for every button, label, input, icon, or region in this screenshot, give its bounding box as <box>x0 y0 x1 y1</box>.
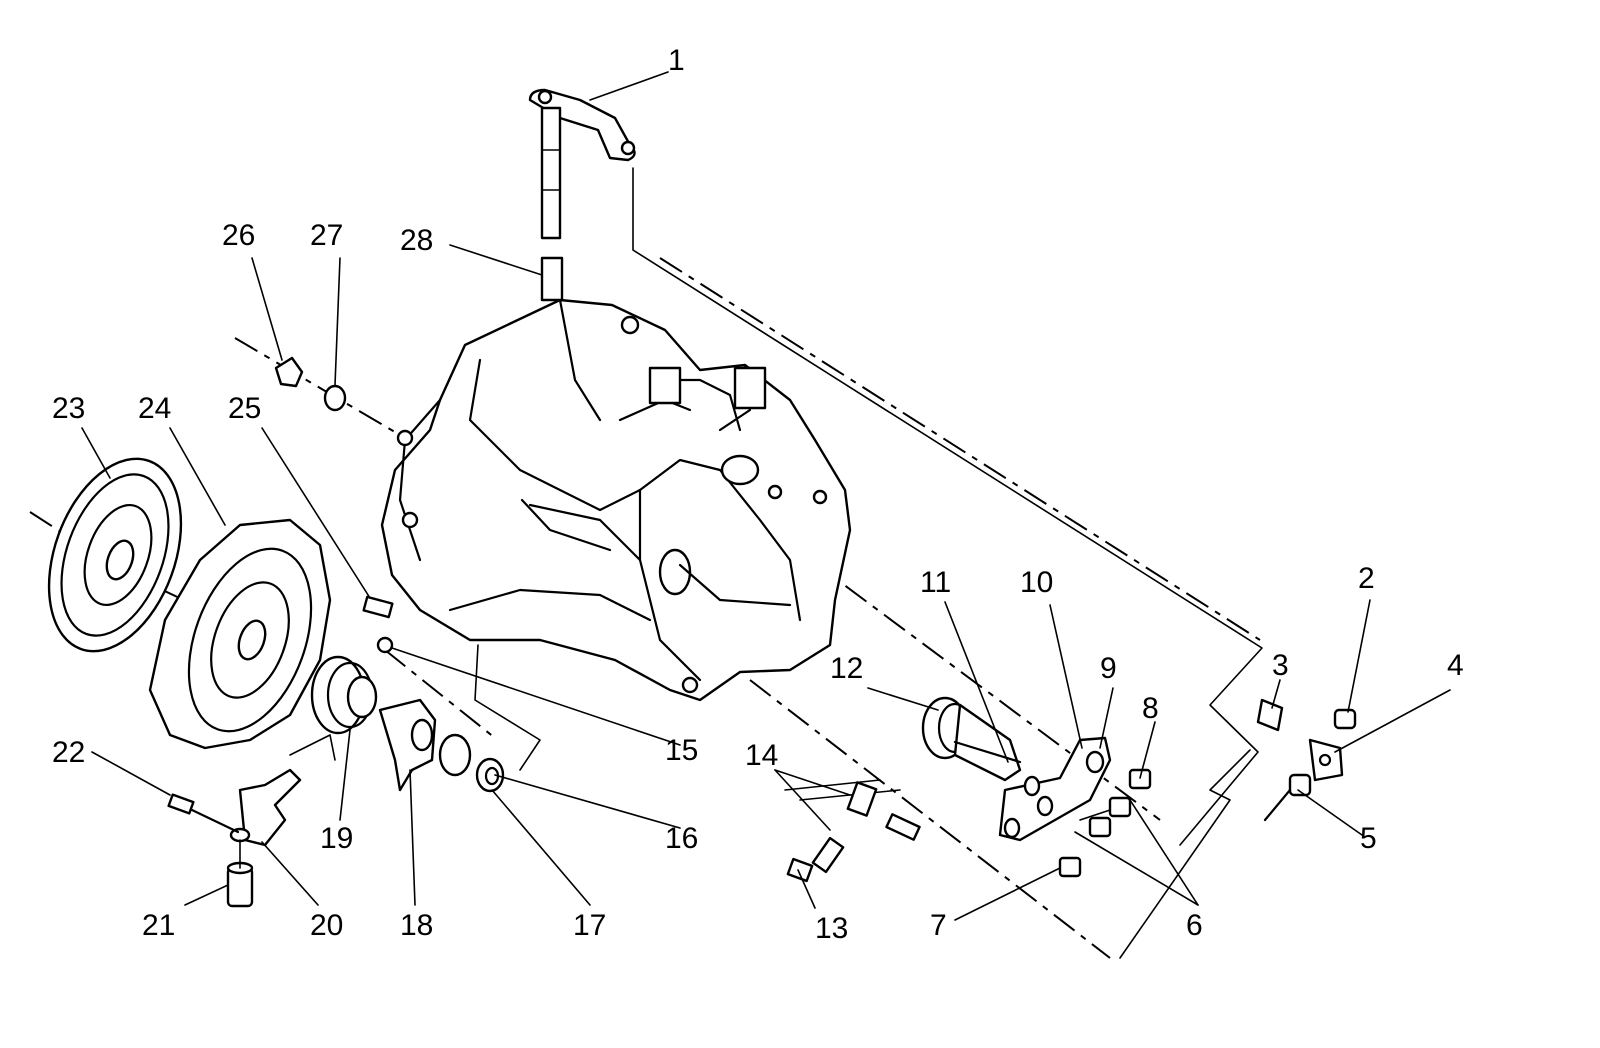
release-fork <box>167 768 302 908</box>
callout-19: 19 <box>320 822 353 855</box>
callout-21: 21 <box>142 909 175 942</box>
shaft-assembly <box>921 696 1022 782</box>
seal-and-bushing <box>438 733 505 793</box>
callout-7: 7 <box>930 909 947 942</box>
callout-28: 28 <box>400 224 433 257</box>
callout-23: 23 <box>52 392 85 425</box>
mount-bracket <box>998 736 1152 878</box>
callout-27: 27 <box>310 219 343 252</box>
callout-5: 5 <box>1360 822 1377 855</box>
callout-13: 13 <box>815 912 848 945</box>
transaxle-case <box>380 298 852 702</box>
callout-10: 10 <box>1020 566 1053 599</box>
release-bearing <box>310 655 378 735</box>
bracket-lines <box>289 167 1263 959</box>
callout-17: 17 <box>573 909 606 942</box>
bearing-guide <box>378 698 437 792</box>
flywheel <box>47 457 183 653</box>
callout-9: 9 <box>1100 652 1117 685</box>
callout-8: 8 <box>1142 692 1159 725</box>
callout-22: 22 <box>52 736 85 769</box>
callout-26: 26 <box>222 219 255 252</box>
leader-lines <box>81 71 1451 921</box>
callout-14: 14 <box>745 739 778 772</box>
callout-4: 4 <box>1447 649 1464 682</box>
callout-15: 15 <box>665 734 698 767</box>
callout-16: 16 <box>665 822 698 855</box>
shift-lever-assembly <box>528 88 636 302</box>
callout-24: 24 <box>138 392 171 425</box>
callout-11: 11 <box>920 566 951 599</box>
sensor-parts <box>1256 698 1357 822</box>
callout-3: 3 <box>1272 649 1289 682</box>
callout-12: 12 <box>830 652 863 685</box>
callout-1: 1 <box>668 44 685 77</box>
bolt-13-14 <box>786 781 921 883</box>
callout-6: 6 <box>1186 909 1203 942</box>
callout-18: 18 <box>400 909 433 942</box>
callout-20: 20 <box>310 909 343 942</box>
small-fasteners-left <box>274 356 394 654</box>
pressure-plate <box>148 518 332 750</box>
callout-labels: 1 2 3 4 5 6 7 8 9 10 11 12 13 14 15 16 1… <box>52 44 1464 945</box>
callout-25: 25 <box>228 392 261 425</box>
callout-2: 2 <box>1358 562 1375 595</box>
